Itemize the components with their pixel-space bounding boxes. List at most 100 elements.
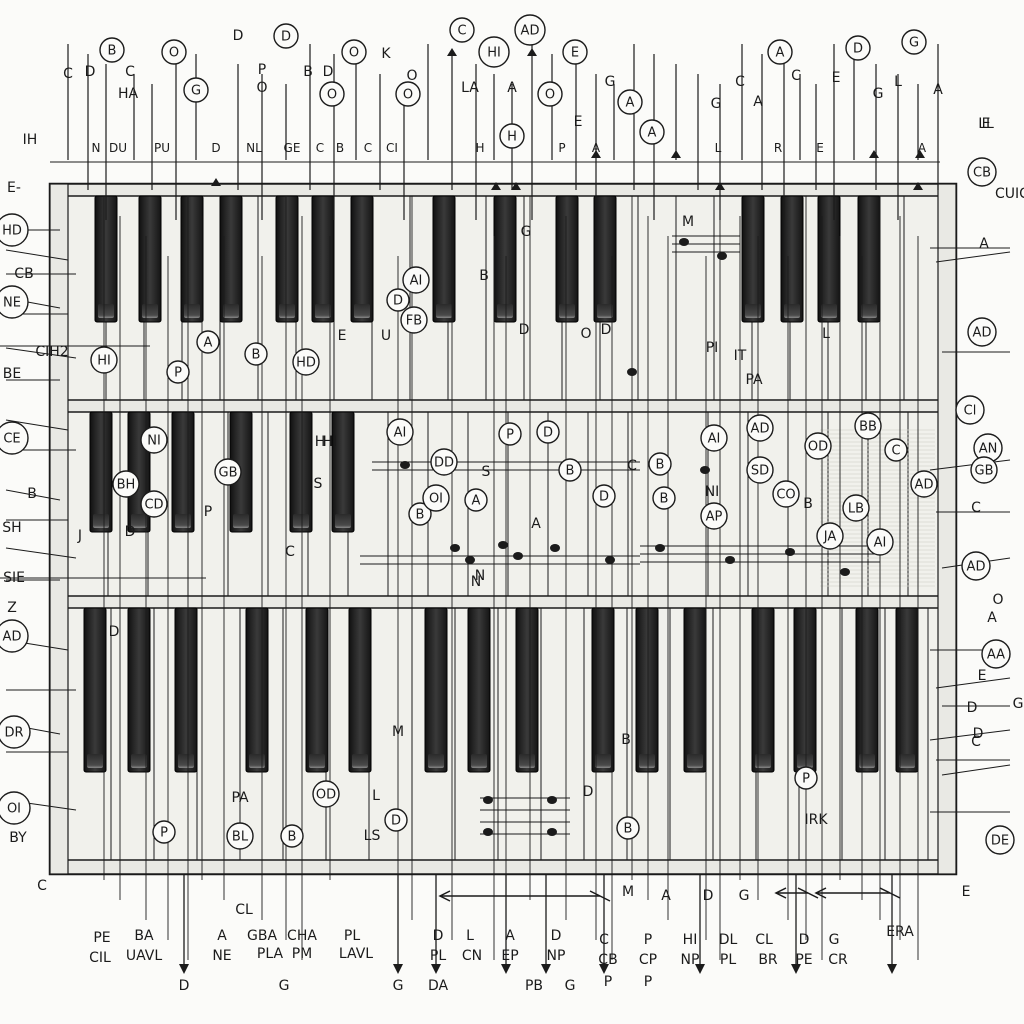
top-label: G xyxy=(605,74,616,90)
top-label: HA xyxy=(118,86,139,102)
row2-black-key-bevel xyxy=(293,514,309,528)
note-head xyxy=(483,796,493,804)
leader-lines xyxy=(0,44,1011,974)
bottom-label: DL xyxy=(719,932,738,948)
arrow-head xyxy=(591,150,601,158)
row1-black-key xyxy=(741,195,765,323)
top-label: E xyxy=(574,114,583,130)
right-label: E xyxy=(978,668,987,684)
left-label: HD xyxy=(2,224,22,239)
row3-black-key-bevel xyxy=(899,754,915,768)
bottom-label: BA xyxy=(134,928,154,944)
top-circled-label-ring xyxy=(562,39,588,65)
right-label: C xyxy=(971,500,981,516)
panel-circled-label-ring xyxy=(746,414,774,442)
panel-label: D xyxy=(125,524,136,540)
top-circled-label: B xyxy=(108,44,117,59)
panel-circled-label: C xyxy=(891,444,900,459)
panel-label: LS xyxy=(364,828,381,844)
row3-black-key xyxy=(793,607,817,773)
top-circled-label-ring xyxy=(183,77,209,103)
panel-label: B xyxy=(621,732,631,748)
panel-circled-label-ring xyxy=(280,824,304,848)
bottom-label: GBA xyxy=(247,928,277,944)
panel-label: C xyxy=(285,544,295,560)
arrow-head xyxy=(541,964,551,974)
note-head xyxy=(717,252,727,260)
top-label: A xyxy=(933,82,943,98)
panel-circled-label-ring xyxy=(226,822,254,850)
header-label: NL xyxy=(246,141,262,155)
panel-label: D xyxy=(583,784,594,800)
panel-circled-label-ring xyxy=(498,422,522,446)
row3-black-key-bevel xyxy=(309,754,325,768)
panel-circled-label-ring xyxy=(400,306,428,334)
header-label: E xyxy=(816,141,824,155)
arrow-head xyxy=(431,964,441,974)
panel-circled-label: AD xyxy=(915,478,934,493)
panel-circled-label-ring xyxy=(214,458,242,486)
panel-label: M xyxy=(392,724,404,740)
top-circled-label-ring xyxy=(273,23,299,49)
left-label: CB xyxy=(14,266,33,282)
left-leader xyxy=(5,347,77,359)
panel-circled-label: B xyxy=(656,458,665,473)
row3-black-key xyxy=(467,607,491,773)
left-label-ring xyxy=(0,619,29,653)
note-head xyxy=(498,541,508,549)
top-circled-label-ring xyxy=(99,37,125,63)
panel-circled-label: BH xyxy=(117,478,136,493)
bottom-label: CL xyxy=(235,902,253,918)
left-label: IH xyxy=(23,132,38,148)
right-label: CUIC xyxy=(995,186,1024,202)
bottom-label: M xyxy=(622,884,634,900)
panel-circled-label-ring xyxy=(910,470,938,498)
panel-label: B xyxy=(803,496,813,512)
left-label: B xyxy=(27,486,37,502)
arrow-head xyxy=(774,887,787,899)
panel-circled-label-ring xyxy=(854,412,882,440)
row2-black-key xyxy=(331,411,355,533)
arrow-head xyxy=(491,182,501,190)
panel-circled-label-ring xyxy=(292,348,320,376)
panel-circled-label: NI xyxy=(147,434,161,449)
top-circled-label-ring xyxy=(395,81,421,107)
bottom-label: PL xyxy=(430,948,446,964)
panel-circled-label-ring xyxy=(536,420,560,444)
panel-label: P xyxy=(204,504,212,520)
panel-circled-label-ring xyxy=(842,494,870,522)
row1-black-key xyxy=(311,195,335,323)
top-label: G xyxy=(711,96,722,112)
note-head xyxy=(465,556,475,564)
top-label: LA xyxy=(461,80,479,96)
right-label: DE xyxy=(991,834,1009,849)
row3-black-key-bevel xyxy=(859,754,875,768)
panel-circled-label: SD xyxy=(751,464,769,479)
panel-label: HI xyxy=(323,434,338,450)
panel-circled-label: LB xyxy=(848,502,864,517)
header-label: N xyxy=(92,141,101,155)
right-label-ring xyxy=(985,825,1015,855)
row1-black-key xyxy=(780,195,804,323)
panel-circled-label: AI xyxy=(410,274,423,289)
top-label: E xyxy=(982,116,991,132)
panel-label: N xyxy=(471,574,481,590)
header-label: DU xyxy=(109,141,127,155)
row3-black-key xyxy=(635,607,659,773)
bottom-label: D xyxy=(433,928,444,944)
bottom-label: D xyxy=(179,978,190,994)
row1-black-key-bevel xyxy=(223,304,239,318)
arrow-head xyxy=(501,964,511,974)
panel-label: G xyxy=(521,224,532,240)
arrow-head xyxy=(869,150,879,158)
header-label: PU xyxy=(154,141,170,155)
bottom-label: CHA xyxy=(287,928,317,944)
panel-circled-label-ring xyxy=(746,456,774,484)
right-leader xyxy=(929,729,1011,741)
panel-circled-label: P xyxy=(506,428,514,443)
left-leader xyxy=(5,249,69,261)
panel-circled-label-ring xyxy=(616,816,640,840)
bottom-label: D xyxy=(703,888,714,904)
panel-circled-label-ring xyxy=(772,480,800,508)
